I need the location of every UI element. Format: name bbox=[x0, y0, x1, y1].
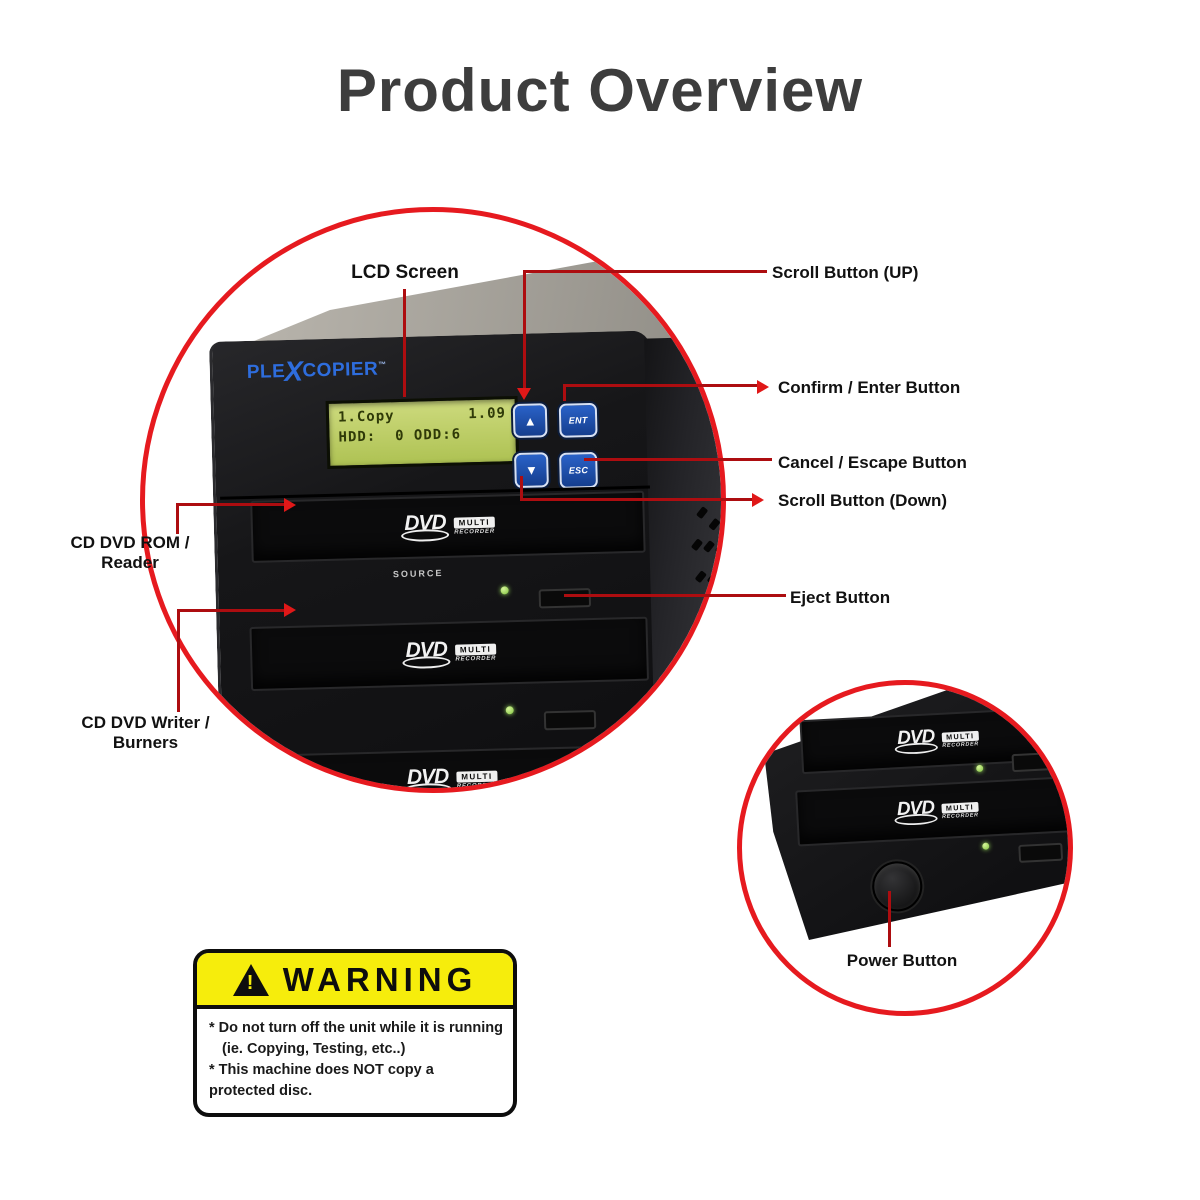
lcd-screen: 1.Copy 1.09 HDD: 0 ODD:6 bbox=[325, 395, 520, 469]
brand-x: X bbox=[283, 355, 304, 388]
small-drive1-eject-button bbox=[1011, 751, 1057, 773]
brand-trademark: ™ bbox=[378, 360, 387, 370]
dvd-recorder-text: RECORDER bbox=[454, 528, 496, 536]
brand-part1: PLE bbox=[246, 361, 286, 384]
dvd-disc-icon bbox=[401, 528, 450, 542]
vent-hole bbox=[710, 605, 721, 619]
cancel-callout-line bbox=[584, 458, 772, 461]
dvd-multi-badge: MULTI bbox=[941, 729, 979, 742]
reader-label-line1: CD DVD ROM / bbox=[70, 533, 190, 552]
brand-logo: PLEXCOPIER™ bbox=[246, 353, 387, 389]
brand-part2: COPIER bbox=[302, 358, 379, 382]
page-title: Product Overview bbox=[336, 57, 864, 124]
dvd-recorder-text: RECORDER bbox=[942, 811, 979, 820]
reader-callout-line bbox=[176, 503, 286, 506]
scroll-down-callout-line bbox=[520, 476, 523, 501]
vent-hole bbox=[695, 506, 709, 520]
warning-header: ! WARNING bbox=[197, 953, 513, 1009]
eject-callout-line bbox=[564, 594, 786, 597]
dvd-multi-badge: MULTI bbox=[453, 516, 495, 529]
scroll-up-callout-line bbox=[523, 270, 526, 390]
power-callout-line bbox=[888, 891, 891, 947]
reader-callout-line bbox=[176, 504, 179, 534]
lcd-screen-label: LCD Screen bbox=[351, 262, 459, 283]
scroll-down-arrow-icon bbox=[752, 493, 764, 507]
vent-hole bbox=[714, 541, 721, 555]
drive2-led bbox=[505, 706, 514, 715]
device-side-panel bbox=[644, 335, 721, 788]
enter-button: ENT bbox=[558, 402, 598, 438]
cancel-escape-label: Cancel / Escape Button bbox=[778, 453, 967, 472]
dvd-multi-badge: MULTI bbox=[456, 770, 498, 783]
scroll-up-arrow-icon bbox=[517, 388, 531, 400]
dvd-multi-badge: MULTI bbox=[455, 643, 497, 656]
source-label: SOURCE bbox=[392, 567, 444, 580]
reader-label-line2: Reader bbox=[101, 553, 159, 572]
eject-button-label: Eject Button bbox=[790, 588, 891, 607]
dvd-recorder-text: RECORDER bbox=[456, 782, 498, 790]
drive2-eject-button bbox=[543, 710, 597, 731]
dvd-recorder-text: RECORDER bbox=[455, 655, 497, 663]
vent-hole bbox=[708, 517, 721, 531]
confirm-callout-line bbox=[563, 384, 759, 387]
drive1-eject-button bbox=[538, 588, 592, 609]
warning-line: (ie. Copying, Testing, etc..) bbox=[222, 1041, 406, 1057]
warning-line: * This machine does NOT copy a protected… bbox=[209, 1062, 434, 1099]
vent-hole bbox=[706, 571, 720, 585]
confirm-enter-label: Confirm / Enter Button bbox=[778, 378, 961, 397]
vent-hole bbox=[718, 573, 721, 587]
writer-callout-line bbox=[177, 610, 180, 712]
warning-triangle-icon: ! bbox=[232, 964, 269, 996]
warning-line: * Do not turn off the unit while it is r… bbox=[209, 1020, 503, 1036]
writer-label: CD DVD Writer / Burners bbox=[58, 713, 233, 753]
scroll-up-button: ▲ bbox=[512, 403, 548, 439]
writer-label-line1: CD DVD Writer / bbox=[81, 713, 210, 732]
scroll-down-label: Scroll Button (Down) bbox=[778, 491, 948, 510]
scroll-up-callout-line bbox=[524, 270, 767, 273]
dvd-multi-badge: MULTI bbox=[941, 800, 979, 813]
reader-arrow-icon bbox=[284, 498, 296, 512]
small-drive2-eject-button bbox=[1018, 842, 1064, 863]
reader-label: CD DVD ROM / Reader bbox=[45, 533, 215, 573]
lcd-callout-line bbox=[403, 289, 406, 397]
lcd-menu-item: 1.Copy bbox=[337, 408, 395, 426]
confirm-callout-line bbox=[563, 384, 566, 401]
vent-hole bbox=[698, 604, 711, 618]
vent-hole bbox=[690, 538, 704, 552]
writer-arrow-icon bbox=[284, 603, 296, 617]
warning-body: * Do not turn off the unit while it is r… bbox=[197, 1009, 513, 1113]
writer-label-line2: Burners bbox=[112, 733, 179, 752]
lcd-version: 1.09 bbox=[468, 405, 507, 423]
warning-title: WARNING bbox=[282, 961, 478, 998]
duplicator-front-panel: PLEXCOPIER™ 1.Copy 1.09 HDD: 0 ODD:6 ▲ E… bbox=[209, 330, 721, 790]
writer-callout-line bbox=[177, 609, 286, 612]
warning-label: ! WARNING * Do not turn off the unit whi… bbox=[193, 949, 517, 1117]
power-label: Power Button bbox=[846, 951, 958, 970]
dvd-recorder-text: RECORDER bbox=[942, 740, 980, 748]
scroll-down-callout-line bbox=[520, 498, 754, 501]
vent-hole bbox=[702, 539, 716, 553]
confirm-arrow-icon bbox=[757, 380, 769, 394]
lcd-status-line: HDD: 0 ODD:6 bbox=[338, 426, 462, 446]
scroll-up-label: Scroll Button (UP) bbox=[772, 263, 919, 282]
drive1-led bbox=[500, 586, 509, 595]
warning-exclamation: ! bbox=[246, 972, 254, 994]
vent-hole bbox=[694, 570, 707, 584]
